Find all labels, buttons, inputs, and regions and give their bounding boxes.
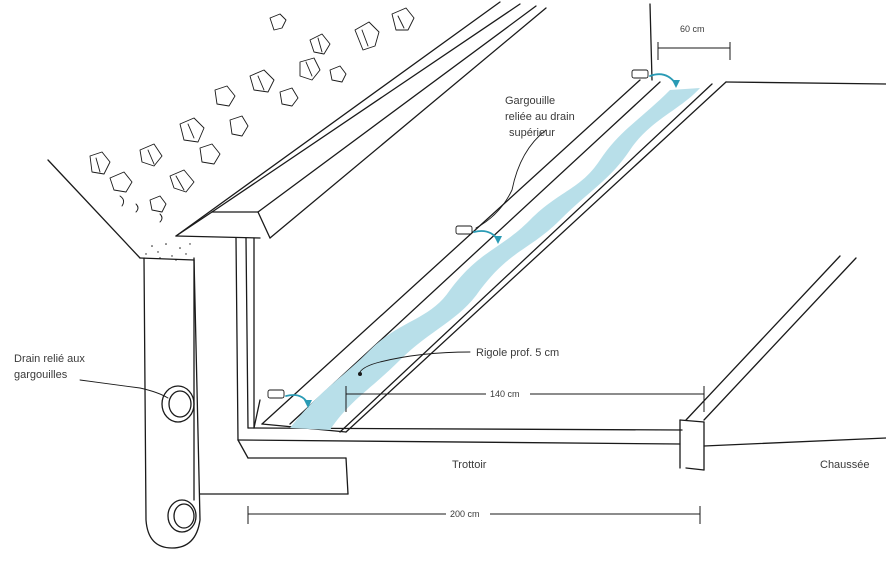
foliage — [89, 7, 415, 223]
gargoyle-label-line3: supérieur — [509, 127, 555, 139]
gutter-label: Rigole prof. 5 cm — [476, 347, 559, 359]
dimension-200cm-label: 200 cm — [450, 509, 480, 519]
dimension-60cm: 60 cm — [657, 24, 731, 60]
drain-pipe-upper — [161, 385, 195, 423]
gargoyle-spout-top — [631, 69, 680, 88]
gargoyle-label-line2: reliée au drain — [505, 111, 575, 123]
embankment — [47, 3, 886, 259]
gargoyle-label-line1: Gargouille — [505, 95, 555, 107]
dimension-60cm-label: 60 cm — [680, 24, 705, 34]
sidewalk-slab — [253, 79, 727, 433]
gutter-leader-dot — [358, 372, 362, 376]
gutter-water — [290, 88, 700, 430]
drain-label-line2: gargouilles — [14, 369, 68, 381]
coping-wall — [139, 1, 547, 261]
retaining-wall — [193, 237, 683, 501]
leader-lines — [79, 129, 547, 399]
gargoyle-spout-bottom — [267, 389, 312, 408]
dimension-200cm: 200 cm — [247, 506, 701, 524]
drain-trench — [143, 257, 201, 549]
gravel — [145, 243, 191, 261]
gargoyle-spout-middle — [455, 225, 502, 244]
road-label: Chaussée — [820, 459, 870, 471]
road-curb — [679, 255, 886, 471]
dimension-140cm: 140 cm — [345, 386, 705, 412]
drain-pipe-lower — [167, 499, 197, 533]
dimension-140cm-label: 140 cm — [490, 389, 520, 399]
drain-label-line1: Drain relié aux — [14, 353, 85, 365]
sidewalk-label: Trottoir — [452, 459, 487, 471]
